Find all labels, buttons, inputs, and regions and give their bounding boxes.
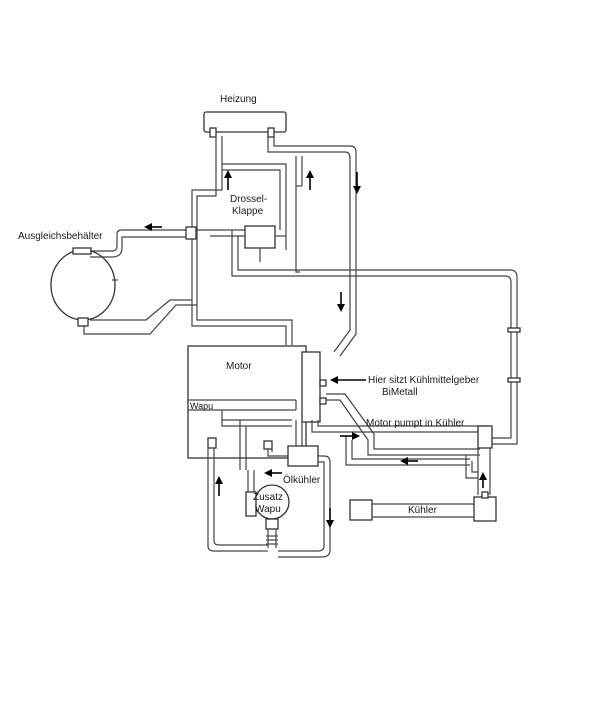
label-zusatz-line2: Wapu [255, 504, 281, 515]
label-ausgleichsbehaelter: Ausgleichsbehälter [18, 231, 103, 242]
label-kuehlmittelgeber-line1: Hier sitzt Kühlmittelgeber [368, 375, 480, 386]
water-pump-pipes [207, 410, 292, 552]
oil-cooler [263, 420, 331, 558]
expansion-tank [50, 226, 197, 335]
label-drossel-line1: Drossel- [230, 194, 267, 205]
flow-arrows [144, 170, 487, 528]
radiator-connector [465, 425, 493, 495]
label-kuehler: Kühler [408, 505, 438, 516]
heater-unit [203, 111, 287, 138]
label-oelkuehler: Ölkühler [283, 474, 321, 486]
label-kuehlmittelgeber-line2: BiMetall [382, 387, 418, 398]
radiator-return-pipe [231, 230, 521, 445]
label-wapu: Wapu [190, 401, 213, 411]
label-heizung: Heizung [220, 94, 257, 105]
label-motor-pumpt: Motor pumpt in Kühler [366, 418, 465, 429]
auxiliary-water-pump [245, 470, 290, 552]
label-drossel-line2: Klappe [232, 206, 264, 217]
heater-pipes [191, 136, 357, 357]
throttle-body [197, 225, 286, 262]
label-motor: Motor [226, 361, 252, 372]
label-zusatz-line1: Zusatz [253, 492, 283, 503]
engine-to-radiator-pipes [311, 393, 488, 466]
radiator [349, 491, 497, 522]
